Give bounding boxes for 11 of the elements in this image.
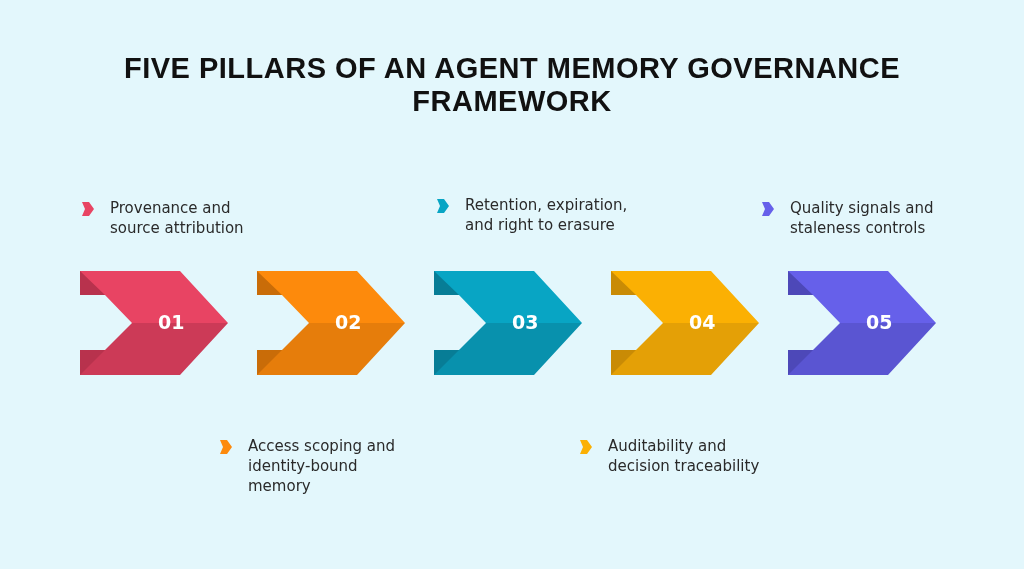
pillar-description: Auditability and decision traceability xyxy=(608,436,761,476)
step-number: 03 xyxy=(512,311,539,333)
pillar-description: Retention, expiration, and right to erasure xyxy=(465,195,629,235)
pillar-description: Access scoping and identity-bound memory xyxy=(248,436,397,496)
title: FIVE PILLARS OF AN AGENT MEMORY GOVERNANCE FRAMEWORK xyxy=(122,52,902,118)
step-number: 02 xyxy=(335,311,362,333)
pillar-description: Provenance and source attribution xyxy=(110,198,245,238)
step-number: 01 xyxy=(158,311,185,333)
pillar-description: Quality signals and staleness controls xyxy=(790,198,935,238)
step-number: 05 xyxy=(866,311,893,333)
step-number: 04 xyxy=(689,311,716,333)
